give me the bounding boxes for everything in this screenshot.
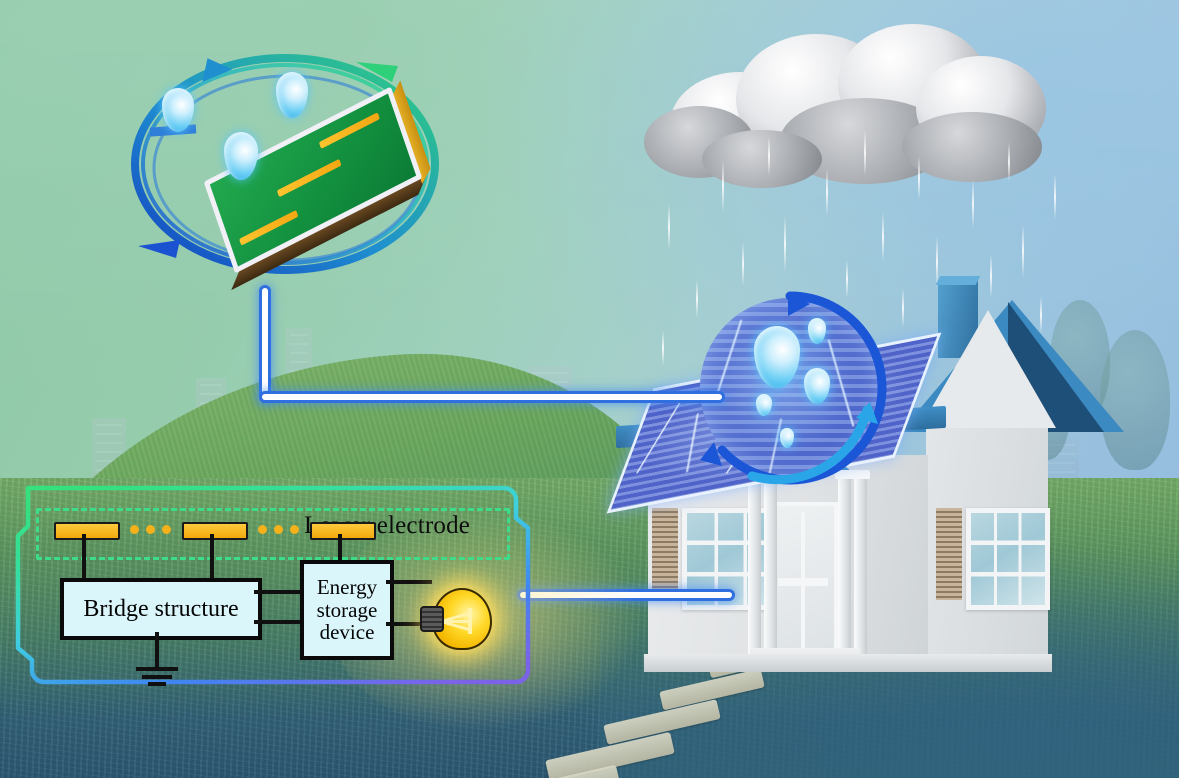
magnifier-cycle-arrows — [700, 291, 887, 485]
lower-electrode-dashed-region — [36, 508, 510, 560]
wire-energy-to-bulb-bottom — [386, 622, 432, 626]
device-inset-circle — [120, 40, 450, 291]
ground-bar-3 — [148, 682, 166, 686]
wire-energy-to-bulb-top — [386, 580, 432, 584]
electrode-pad-2 — [182, 522, 248, 540]
electrode-pad-1 — [54, 522, 120, 540]
magnified-raindrop-view — [692, 290, 888, 486]
connector-chip-vertical — [262, 288, 268, 400]
energy-line-2: storage — [316, 597, 378, 622]
shutter-left-a — [652, 508, 678, 600]
energy-line-1: Energy — [316, 574, 378, 599]
porch-column-cap-3 — [835, 470, 854, 479]
wire-bridge-to-energy-bottom — [254, 620, 302, 624]
bridge-structure-block: Bridge structure — [60, 578, 262, 640]
circuit-schematic-panel: Lower electrode Bridge structure Energy … — [14, 484, 532, 696]
wire-bridge-to-ground — [155, 632, 159, 668]
energy-line-3: device — [319, 620, 375, 645]
porch-column-1 — [748, 475, 761, 655]
porch-column-cap-4 — [851, 470, 870, 479]
front-door[interactable] — [768, 502, 838, 662]
porch-column-4 — [854, 475, 867, 655]
ground-bar-2 — [142, 675, 172, 679]
porch-column-2 — [764, 475, 777, 655]
porch-column-3 — [838, 475, 851, 655]
bulb-base — [420, 606, 444, 632]
energy-storage-device-block: Energy storage device — [300, 560, 394, 660]
light-bulb-load — [420, 580, 498, 658]
electrode-pad-3 — [310, 522, 376, 540]
chimney-cap — [935, 276, 981, 285]
house — [600, 270, 1124, 700]
ground-bar-1 — [136, 667, 178, 671]
rain-cloud — [640, 20, 1060, 200]
energy-storage-device-label: Energy storage device — [317, 576, 378, 644]
house-foundation — [644, 654, 1052, 672]
wire-pad3-to-bridge — [338, 534, 342, 580]
connector-chip-to-panel — [262, 394, 722, 400]
schematic-frame — [15, 485, 531, 685]
wire-pad1-to-bridge — [82, 534, 86, 580]
electrode-ellipsis-1 — [130, 525, 171, 534]
wire-pad2-to-bridge — [210, 534, 214, 580]
bridge-structure-label: Bridge structure — [83, 595, 239, 622]
shutter-right-a — [936, 508, 962, 600]
window-right — [966, 508, 1050, 610]
electrode-ellipsis-2 — [258, 525, 299, 534]
wire-bridge-to-energy-top — [254, 590, 302, 594]
connector-bulb-to-house — [520, 592, 732, 598]
